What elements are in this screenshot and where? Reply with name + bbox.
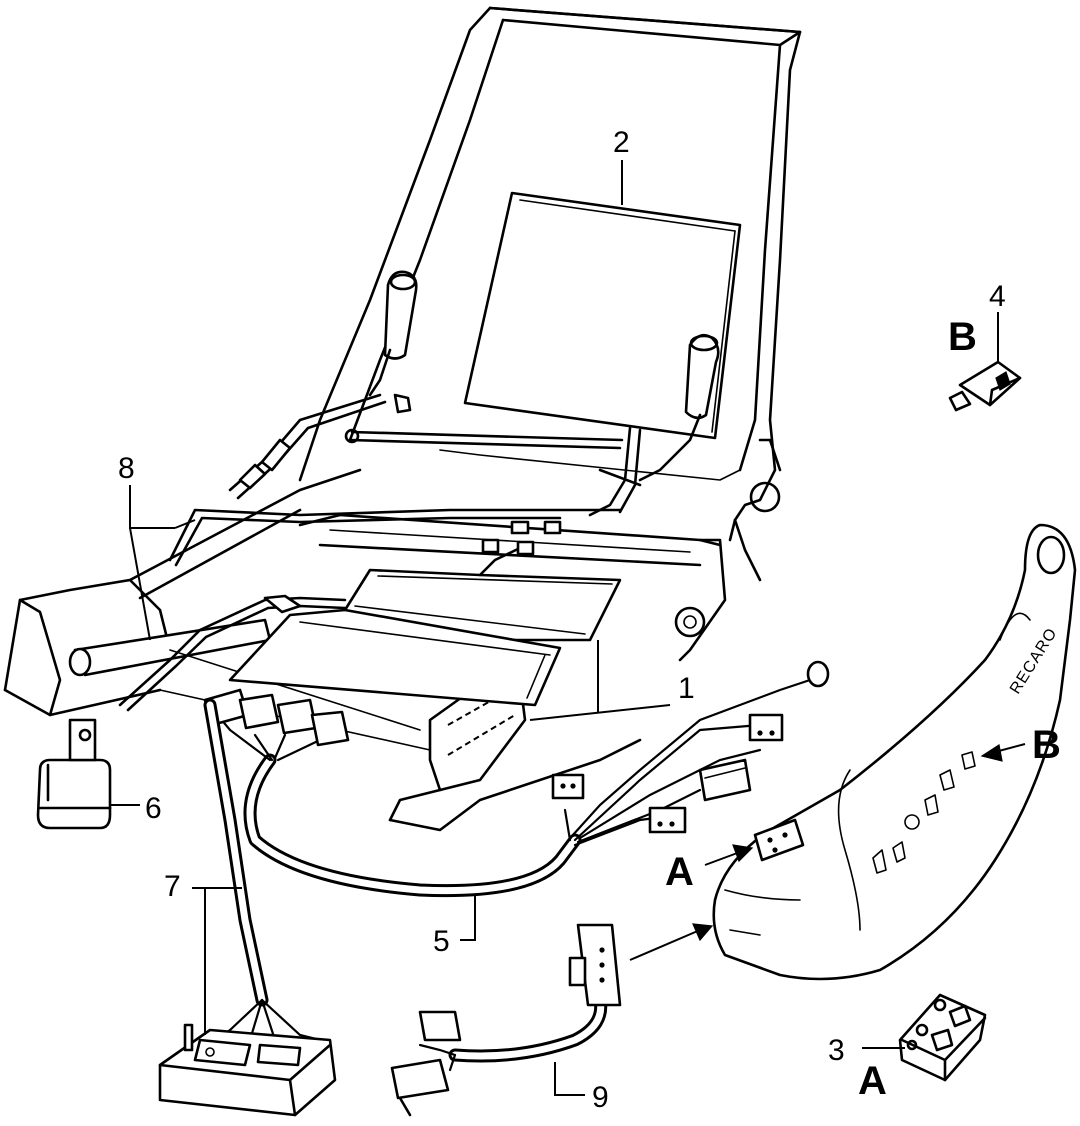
switch-3 bbox=[862, 993, 987, 1082]
callout-labels: 2 1 8 6 7 5 9 4 3 bbox=[118, 126, 1006, 1114]
callout-5: 5 bbox=[433, 925, 450, 958]
switch-4 bbox=[948, 312, 1022, 412]
backrest-heating-mat bbox=[463, 191, 742, 517]
callout-4: 4 bbox=[989, 280, 1006, 313]
cushion-heating-mat bbox=[228, 520, 622, 707]
backrest-motor-left bbox=[368, 270, 418, 414]
reference-letters: B B A A bbox=[665, 315, 1061, 1103]
side-trim-panel: RECARO bbox=[712, 523, 1077, 981]
callout-1: 1 bbox=[678, 672, 695, 705]
seat-cable-lower bbox=[118, 594, 347, 712]
assembly-arrow bbox=[629, 923, 714, 961]
callout-3: 3 bbox=[828, 1034, 845, 1067]
ref-b-panel: B bbox=[1032, 723, 1061, 767]
ref-a-switch: A bbox=[858, 1059, 887, 1103]
bowden-cable-8 bbox=[168, 393, 642, 567]
leader-lines bbox=[110, 160, 671, 1096]
callout-8: 8 bbox=[118, 452, 135, 485]
ref-arrow-a bbox=[704, 844, 754, 866]
cross-tube bbox=[344, 428, 624, 450]
backrest-motor-right bbox=[638, 333, 720, 482]
callout-9: 9 bbox=[592, 1081, 609, 1114]
ref-arrow-b bbox=[980, 743, 1026, 762]
callout-7: 7 bbox=[164, 870, 181, 903]
ref-a-panel: A bbox=[665, 850, 694, 894]
wiring-harness-9 bbox=[390, 923, 622, 1117]
control-module bbox=[158, 1023, 337, 1117]
callout-6: 6 bbox=[145, 792, 162, 825]
seat-backrest bbox=[298, 6, 802, 582]
relay-6 bbox=[36, 718, 112, 830]
ref-b-switch: B bbox=[948, 315, 977, 359]
callout-2: 2 bbox=[613, 126, 630, 159]
